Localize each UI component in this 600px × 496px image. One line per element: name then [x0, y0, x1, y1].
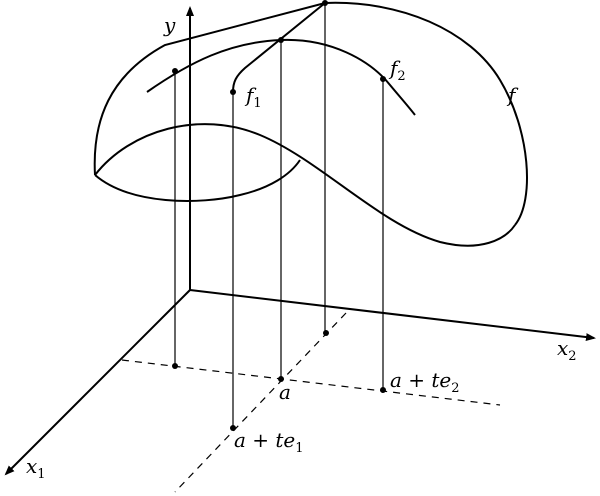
surface-front-edge [94, 123, 516, 247]
surface-lower-curve [94, 159, 301, 202]
curve-f1 [232, 2, 326, 93]
y-axis-label: y [163, 13, 176, 37]
point-a-te2-label: a + te2 [390, 368, 460, 396]
point-a-te1-label: a + te1 [234, 428, 304, 456]
dashed-line-e1 [174, 312, 347, 493]
point [230, 89, 236, 95]
x2-axis [189, 289, 596, 342]
curve-f2 [146, 38, 416, 116]
surface-outline [93, 1, 528, 226]
x1-axis [4, 289, 191, 476]
surface-label: f [506, 83, 519, 107]
point [380, 76, 386, 82]
point [323, 330, 329, 336]
points [172, 0, 386, 431]
point [278, 376, 284, 382]
point [172, 68, 178, 74]
point [380, 387, 386, 393]
point [278, 37, 284, 43]
point [322, 0, 328, 6]
f1-label: f1 [244, 83, 262, 111]
point [172, 363, 178, 369]
point-a-label: a [279, 380, 291, 404]
point [230, 425, 236, 431]
x2-axis-label: x2 [557, 336, 577, 364]
f2-label: f2 [388, 56, 406, 84]
x1-axis-label: x1 [26, 454, 46, 482]
dashed-line-e2 [121, 359, 501, 406]
